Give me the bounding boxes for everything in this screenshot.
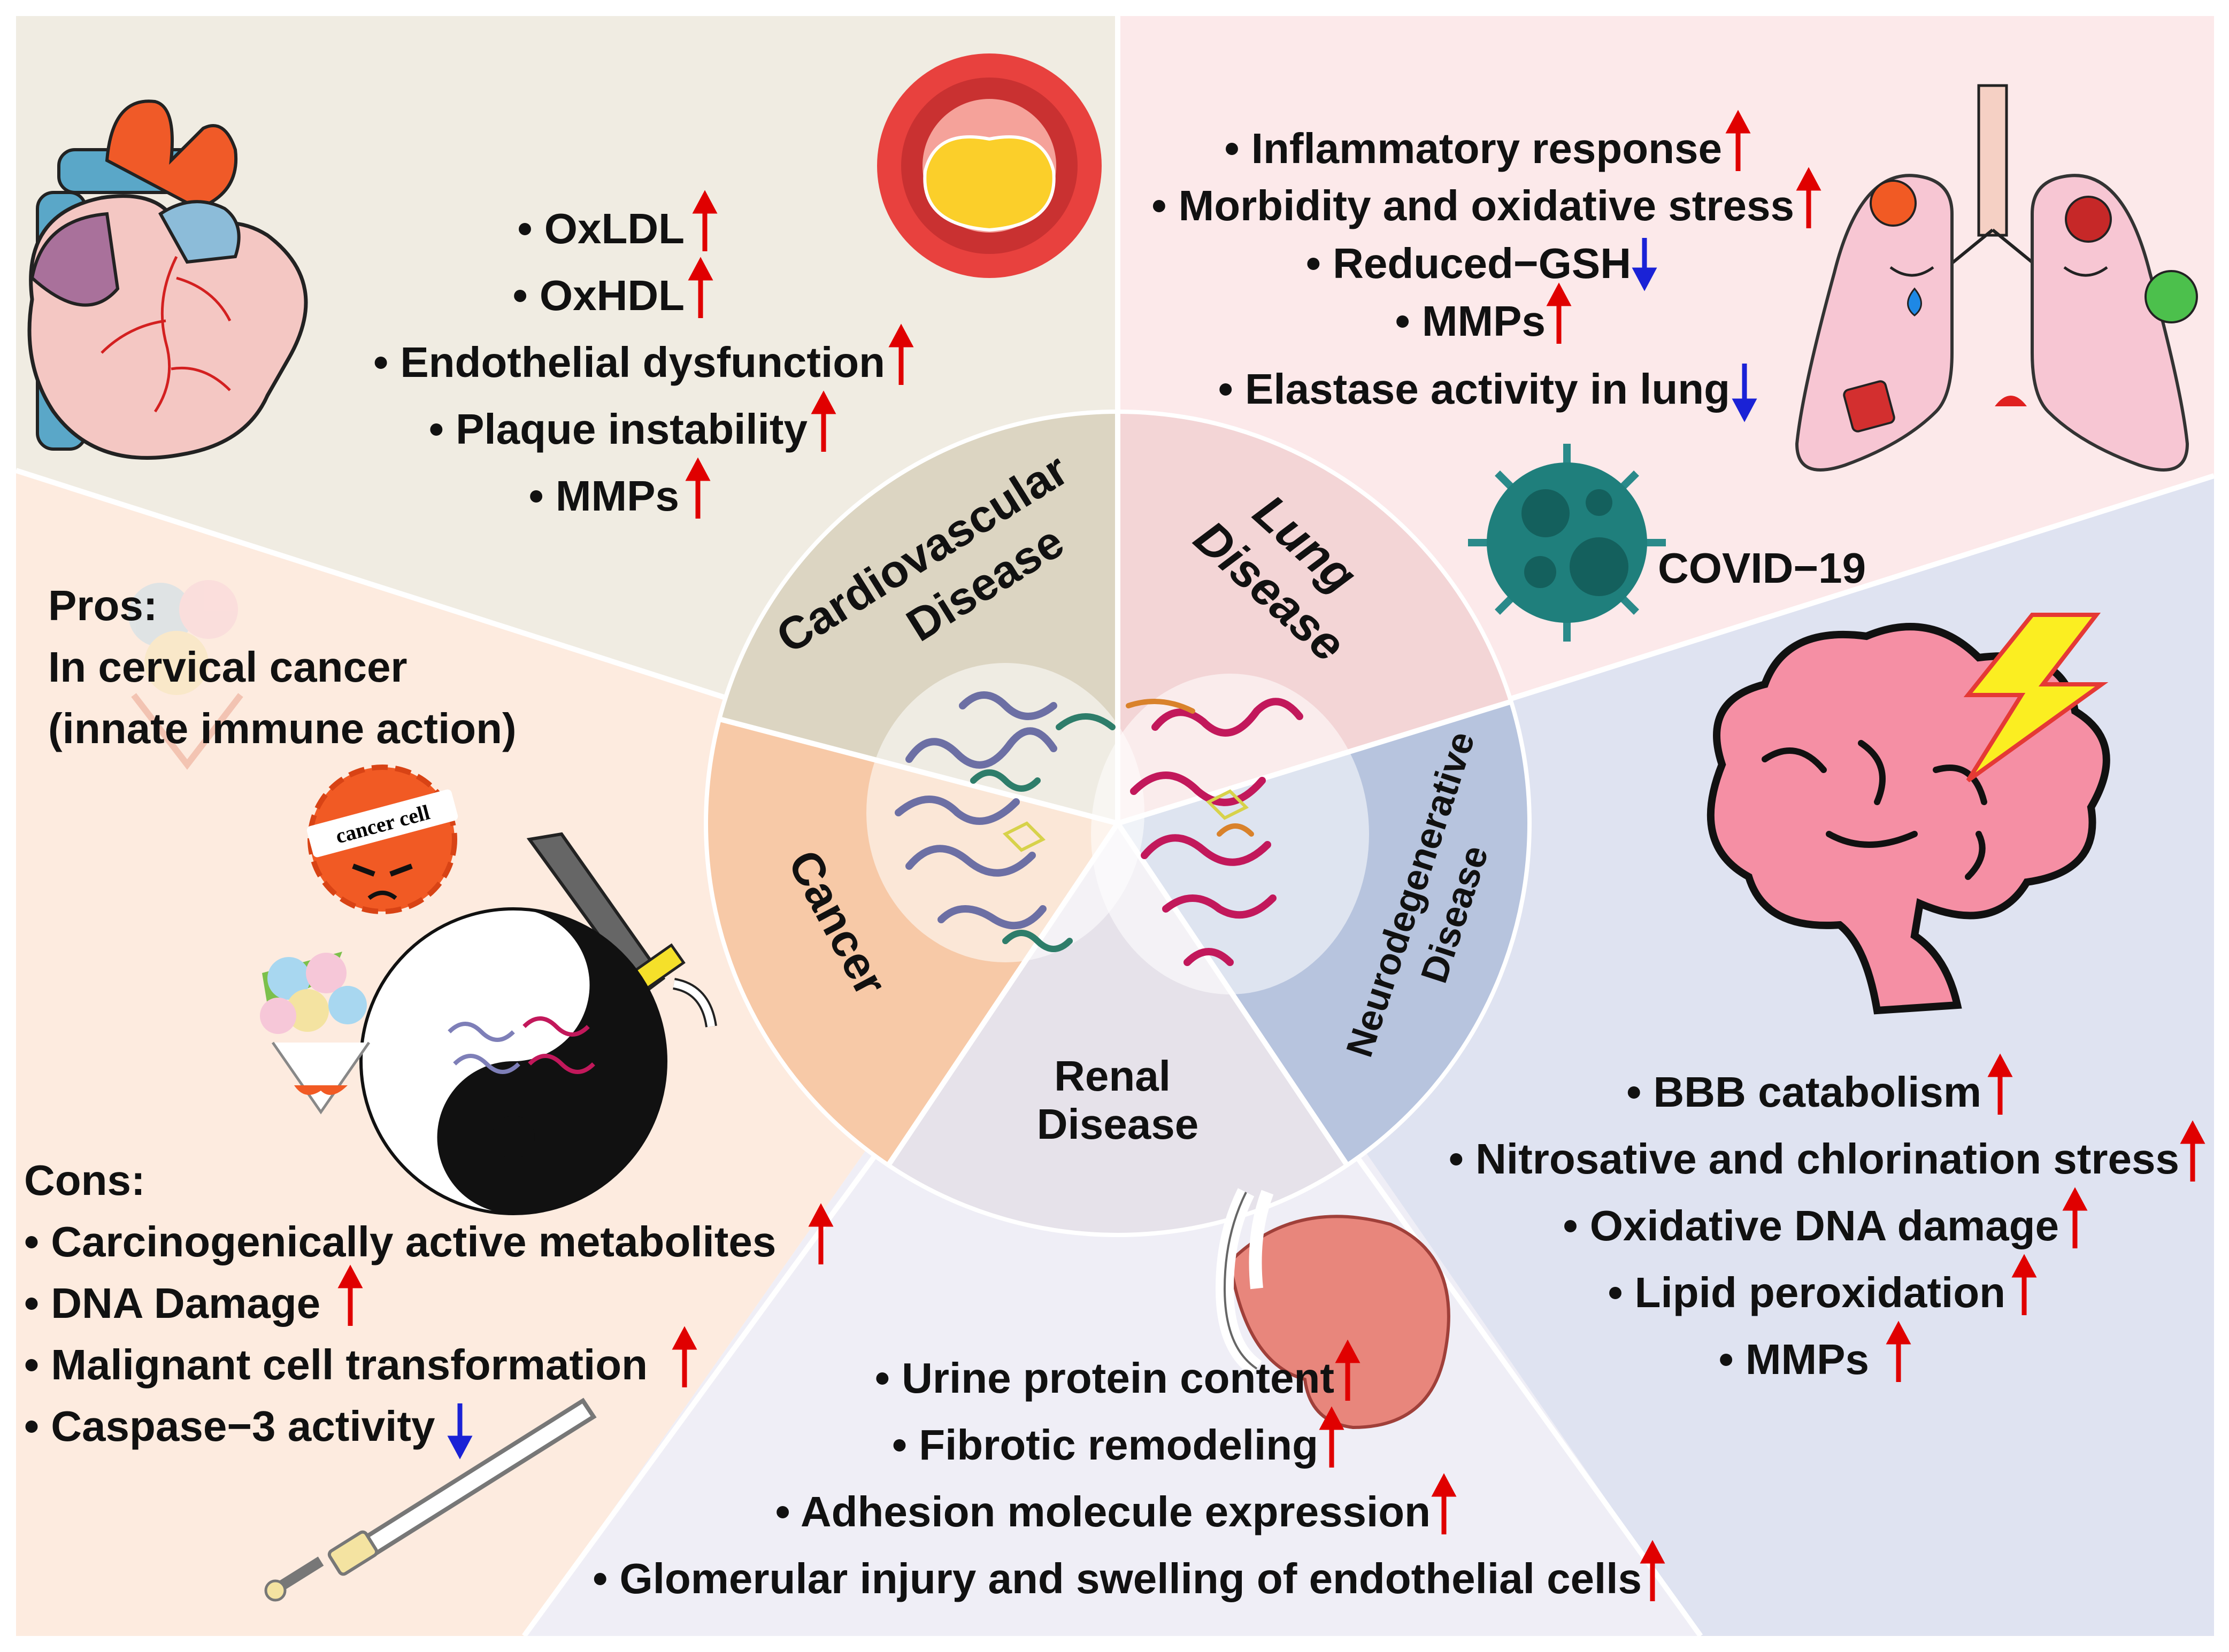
lung-item-4: • MMPs xyxy=(1395,297,1546,345)
center-sector-renal xyxy=(834,823,1401,1235)
lightning-icon xyxy=(1963,613,2109,783)
flower-bouquet-icon xyxy=(260,952,371,1115)
heart-icon xyxy=(27,99,308,460)
cardio-item-4: • Plaque instability xyxy=(429,405,808,453)
neuro-item-1: • BBB catabolism xyxy=(1626,1068,1981,1116)
mini-protein-icon xyxy=(448,1016,595,1074)
cardio-item-5: • MMPs xyxy=(529,472,679,520)
cancer-cell-icon: cancer cell xyxy=(306,765,458,914)
pros-title: Pros: xyxy=(48,582,158,629)
cons-item-1: • Carcinogenically active metabolites xyxy=(24,1218,776,1265)
faded-flower-icon xyxy=(128,580,243,770)
artery-plaque-icon xyxy=(877,53,1102,278)
virus-green-icon xyxy=(2145,270,2198,323)
renal-item-4: • Glomerular injury and swelling of endo… xyxy=(593,1555,1642,1602)
renal-item-3: • Adhesion molecule expression xyxy=(775,1488,1431,1535)
cancer-panel: Pros: In cervical cancer (innate immune … xyxy=(24,580,834,1602)
protein-structure-icon xyxy=(866,663,1369,994)
cons-item-3: • Malignant cell transformation xyxy=(24,1341,648,1388)
cons-arrows xyxy=(337,1203,834,1460)
neuro-item-5: • MMPs xyxy=(1719,1336,1869,1383)
neuro-item-3: • Oxidative DNA damage xyxy=(1563,1202,2059,1249)
neuro-item-4: • Lipid peroxidation xyxy=(1608,1269,2005,1316)
cardio-item-2: • OxHDL xyxy=(513,272,685,319)
kidney-icon xyxy=(1215,1188,1450,1430)
brain-lightning-icon xyxy=(1707,613,2110,1015)
cons-list: • Carcinogenically active metabolites • … xyxy=(24,1203,834,1460)
renal-item-2: • Fibrotic remodeling xyxy=(892,1421,1318,1469)
yin-yang-icon xyxy=(359,907,667,1215)
lungs-icon xyxy=(1795,84,2198,472)
cardio-item-3: • Endothelial dysfunction xyxy=(373,338,885,386)
renal-arrows xyxy=(1319,1339,1665,1601)
neuro-item-2: • Nitrosative and chlorination stress xyxy=(1449,1135,2179,1183)
pros-line-1: In cervical cancer xyxy=(48,643,408,691)
covid-label: COVID−19 xyxy=(1658,544,1866,592)
lung-item-3: • Reduced−GSH xyxy=(1306,240,1631,287)
cons-item-2: • DNA Damage xyxy=(24,1279,320,1327)
virus-red-icon xyxy=(1870,180,1917,227)
neuro-list: • BBB catabolism • Nitrosative and chlor… xyxy=(1449,1053,2205,1383)
cons-title: Cons: xyxy=(24,1156,145,1204)
coronavirus-icon: COVID−19 xyxy=(1468,444,1866,642)
lung-item-1: • Inflammatory response xyxy=(1224,125,1722,172)
cardio-arrows xyxy=(685,190,914,519)
lung-item-2: • Morbidity and oxidative stress xyxy=(1151,182,1794,229)
renal-item-1: • Urine protein content xyxy=(875,1354,1334,1402)
dagger-icon xyxy=(264,1398,597,1602)
renal-list: • Urine protein content • Fibrotic remod… xyxy=(593,1339,1665,1602)
lung-arrows xyxy=(1546,110,1821,422)
pros-line-2: (innate immune action) xyxy=(48,705,517,752)
lung-item-5: • Elastase activity in lung xyxy=(1218,365,1730,413)
neuro-arrows xyxy=(1886,1053,2205,1382)
cardio-item-1: • OxLDL xyxy=(518,205,685,252)
cons-item-4: • Caspase−3 activity xyxy=(24,1402,435,1450)
lung-list: • Inflammatory response • Morbidity and … xyxy=(1151,110,1821,422)
cardio-list: • OxLDL • OxHDL • Endothelial dysfunctio… xyxy=(373,190,914,520)
